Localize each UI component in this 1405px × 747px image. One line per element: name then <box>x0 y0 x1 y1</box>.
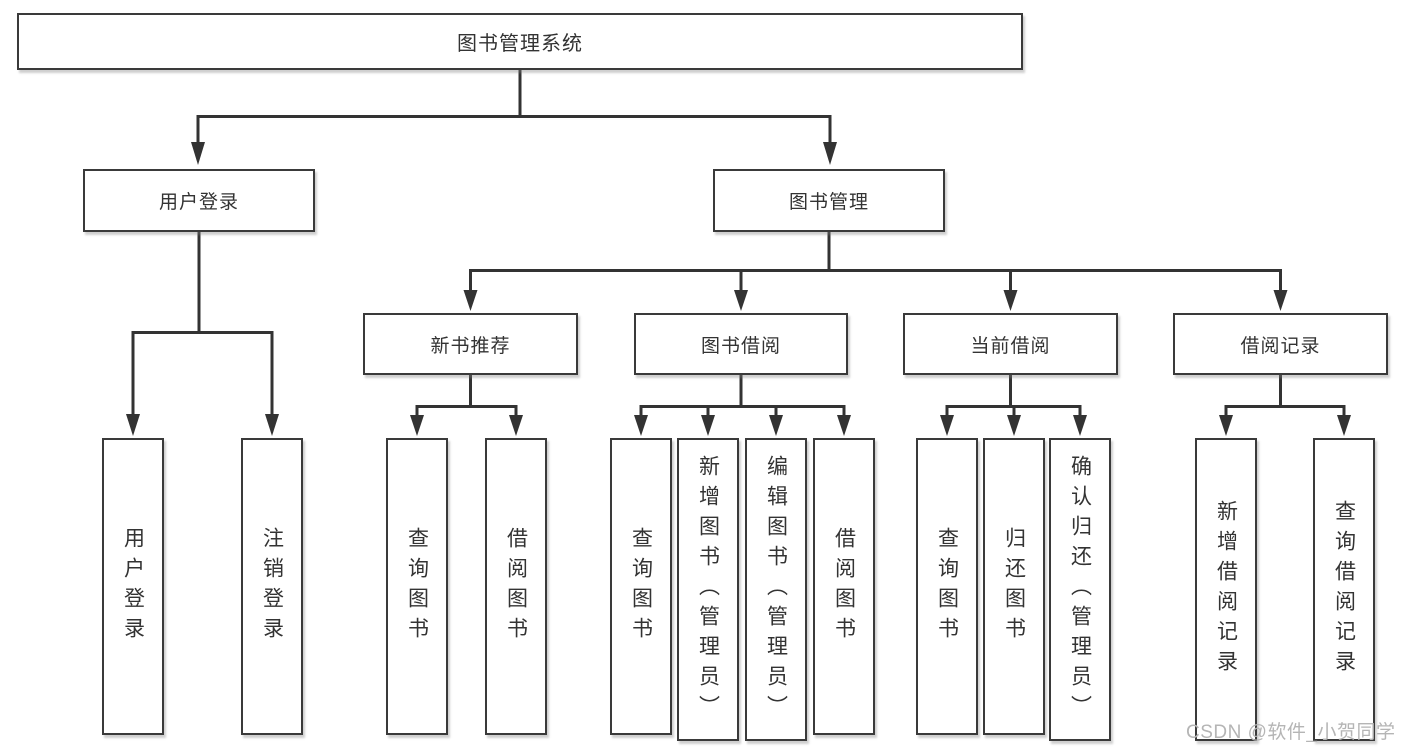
leaf-user-login: 用户登录 <box>102 438 164 735</box>
leaf-confirm-return-admin: 确认归还（管理员） <box>1049 438 1111 741</box>
leaf-label: 确认归还（管理员） <box>1068 454 1092 725</box>
csdn-watermark: CSDN @软件_小贺同学 <box>1186 722 1396 743</box>
leaf-query-books-borrow: 查询图书 <box>610 438 672 735</box>
leaf-label: 用户登录 <box>121 526 145 647</box>
node-user-login: 用户登录 <box>83 169 315 232</box>
leaf-label: 查询图书 <box>405 526 429 647</box>
leaf-edit-book-admin: 编辑图书（管理员） <box>745 438 807 741</box>
leaf-return-book: 归还图书 <box>983 438 1045 735</box>
node-label: 借阅记录 <box>1240 335 1321 357</box>
leaf-add-book-admin: 新增图书（管理员） <box>677 438 739 741</box>
node-book-management: 图书管理 <box>713 169 945 232</box>
node-book-borrow: 图书借阅 <box>634 313 848 375</box>
node-label: 图书借阅 <box>700 335 781 357</box>
node-current-borrow: 当前借阅 <box>903 313 1118 375</box>
node-borrow-records: 借阅记录 <box>1173 313 1388 375</box>
node-label: 当前借阅 <box>970 335 1051 357</box>
leaf-label: 新增借阅记录 <box>1214 499 1238 680</box>
leaf-borrow-books: 借阅图书 <box>813 438 875 735</box>
node-label: 新书推荐 <box>430 335 511 357</box>
leaf-query-books-recommend: 查询图书 <box>386 438 448 735</box>
leaf-query-borrow-record: 查询借阅记录 <box>1313 438 1375 741</box>
leaf-label: 借阅图书 <box>832 526 856 647</box>
node-label: 用户登录 <box>158 192 239 213</box>
leaf-label: 新增图书（管理员） <box>696 454 720 725</box>
leaf-label: 归还图书 <box>1002 526 1026 647</box>
leaf-label: 编辑图书（管理员） <box>764 454 788 725</box>
leaf-logout: 注销登录 <box>241 438 303 735</box>
leaf-borrow-books-recommend: 借阅图书 <box>485 438 547 735</box>
node-label: 图书管理系统 <box>457 33 583 55</box>
node-label: 图书管理 <box>788 192 869 213</box>
node-library-management-system: 图书管理系统 <box>17 13 1023 70</box>
leaf-add-borrow-record: 新增借阅记录 <box>1195 438 1257 741</box>
leaf-query-books-current: 查询图书 <box>916 438 978 735</box>
leaf-label: 借阅图书 <box>504 526 528 647</box>
leaf-label: 注销登录 <box>260 526 284 647</box>
leaf-label: 查询借阅记录 <box>1332 499 1356 680</box>
node-new-book-recommend: 新书推荐 <box>363 313 578 375</box>
leaf-label: 查询图书 <box>629 526 653 647</box>
leaf-label: 查询图书 <box>935 526 959 647</box>
